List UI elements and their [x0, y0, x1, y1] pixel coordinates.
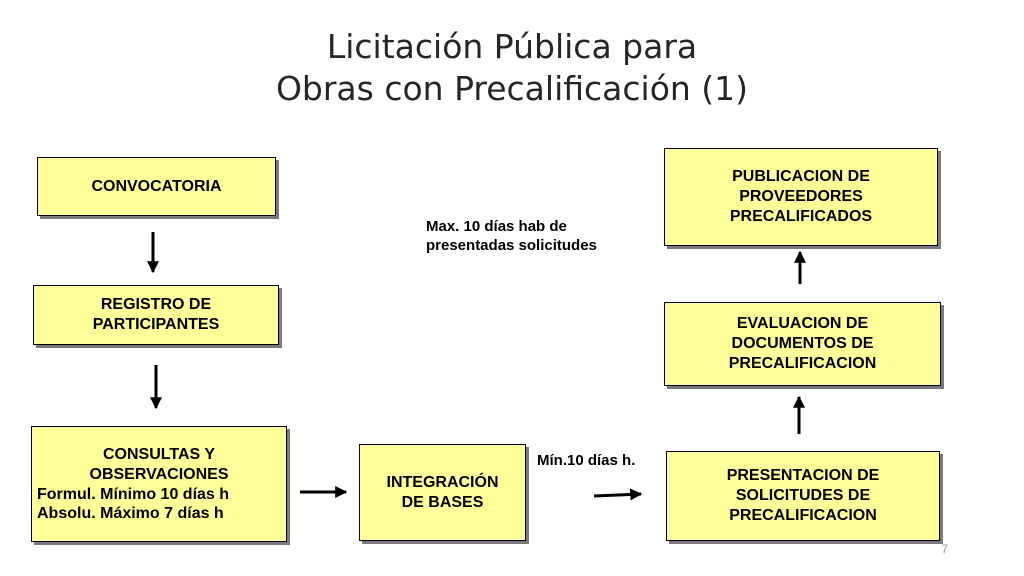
- consultas-formul: Formul. Mínimo 10 días h: [37, 486, 230, 503]
- consultas-line-1: CONSULTAS Y: [102, 446, 215, 463]
- box-consultas-y-observaciones: CONSULTAS Y OBSERVACIONES Formul. Mínimo…: [31, 426, 287, 542]
- registro-line-1: REGISTRO DE: [100, 296, 212, 313]
- registro-line-2: PARTICIPANTES: [92, 316, 220, 333]
- convocatoria-label: CONVOCATORIA: [91, 177, 222, 195]
- box-convocatoria: CONVOCATORIA: [37, 157, 276, 216]
- box-publicacion-de-proveedores: PUBLICACION DE PROVEEDORES PRECALIFICADO…: [664, 148, 938, 246]
- page-number: 7: [941, 542, 948, 556]
- box-presentacion-de-solicitudes: PRESENTACION DE SOLICITUDES DE PRECALIFI…: [666, 451, 940, 541]
- note-max-line-1: Max. 10 días hab de: [426, 218, 567, 235]
- presentacion-line-3: PRECALIFICACION: [729, 507, 877, 524]
- publicacion-line-3: PRECALIFICADOS: [729, 208, 873, 225]
- publicacion-line-2: PROVEEDORES: [739, 188, 863, 205]
- arrow-integracion-to-presentacion: [593, 488, 643, 501]
- note-max-line-2: presentadas solicitudes: [426, 237, 597, 254]
- note-min-dias: Mín.10 días h.: [537, 452, 636, 469]
- box-integracion-de-bases: INTEGRACIÓN DE BASES: [359, 444, 526, 541]
- evaluacion-line-3: PRECALIFICACION: [728, 355, 877, 372]
- slide-title: Licitación Pública para Obras con Precal…: [0, 26, 1024, 110]
- evaluacion-line-1: EVALUACION DE: [736, 315, 869, 332]
- consultas-line-2: OBSERVACIONES: [89, 466, 229, 483]
- integracion-line-2: DE BASES: [401, 493, 484, 511]
- presentacion-line-2: SOLICITUDES DE: [735, 487, 871, 504]
- consultas-absolu: Absolu. Máximo 7 días h: [37, 505, 224, 522]
- note-max-dias: Max. 10 días hab de presentadas solicitu…: [426, 217, 597, 255]
- evaluacion-line-2: DOCUMENTOS DE: [731, 335, 874, 352]
- box-registro-de-participantes: REGISTRO DE PARTICIPANTES: [33, 285, 279, 345]
- publicacion-line-1: PUBLICACION DE: [732, 168, 870, 185]
- presentacion-line-1: PRESENTACION DE: [726, 467, 880, 484]
- box-evaluacion-de-documentos: EVALUACION DE DOCUMENTOS DE PRECALIFICAC…: [664, 302, 941, 386]
- title-line-1: Licitación Pública para: [326, 27, 698, 66]
- title-line-2: Obras con Precalificación (1): [275, 69, 749, 108]
- integracion-line-1: INTEGRACIÓN: [386, 473, 499, 491]
